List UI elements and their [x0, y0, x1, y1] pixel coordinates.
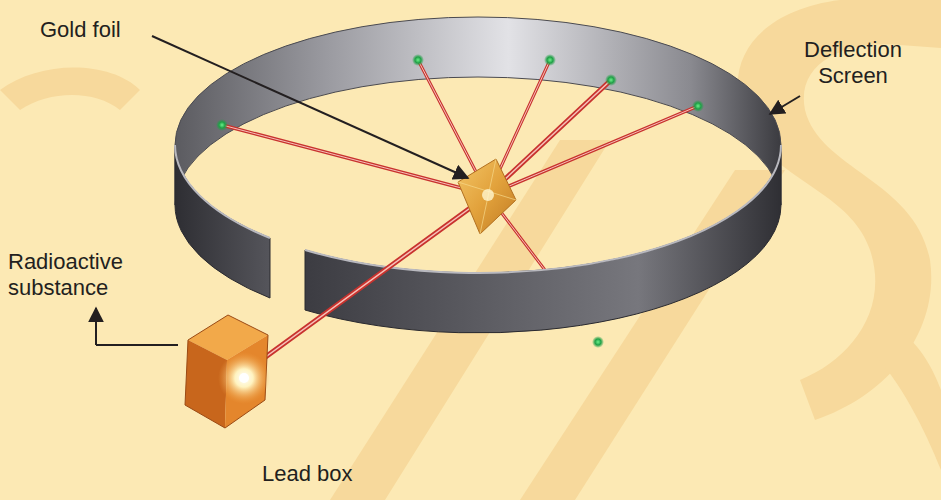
lead-box	[185, 315, 270, 428]
part-label: Lead box	[262, 461, 412, 487]
screen-front-wall	[305, 145, 781, 333]
part-label: Deflection Screen	[788, 37, 918, 90]
gold-foil	[458, 159, 516, 234]
leader-line	[96, 36, 800, 345]
part-label: Radioactive substance	[8, 249, 158, 302]
part-label: Gold foil	[40, 17, 180, 43]
screen-left-wall	[175, 145, 270, 298]
alpha-beam	[245, 195, 488, 372]
screen-rim	[175, 145, 270, 238]
screen-rim	[305, 145, 781, 273]
